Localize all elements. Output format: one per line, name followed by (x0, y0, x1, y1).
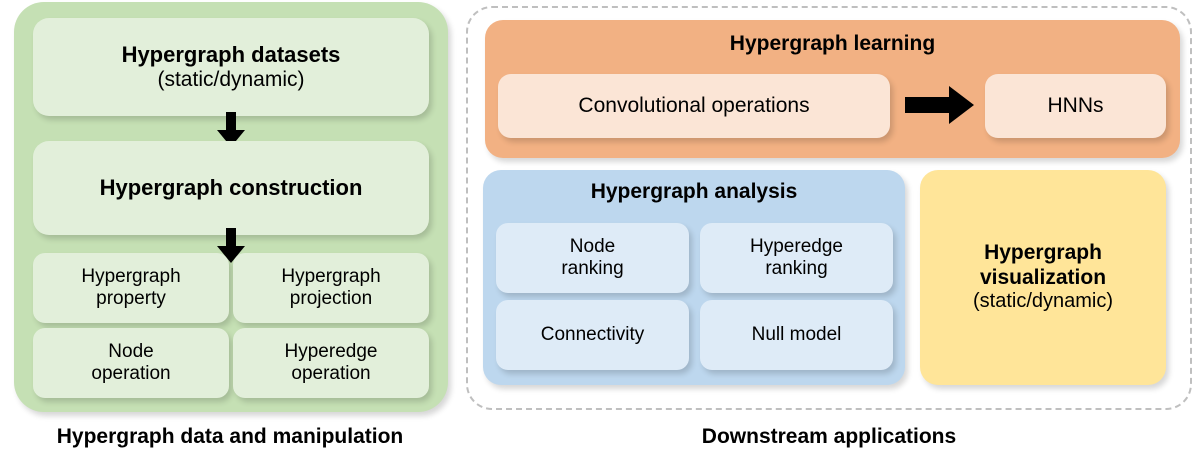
hypergraph-construction-title: Hypergraph construction (99, 175, 363, 201)
hyperedge-operation-box: Hyperedge operation (233, 328, 429, 398)
connectivity-box: Connectivity (496, 300, 689, 370)
convolutional-operations-box: Convolutional operations (498, 74, 890, 138)
hypergraph-projection-box: Hypergraph projection (233, 253, 429, 323)
caption-downstream-applications: Downstream applications (701, 425, 957, 448)
hypergraph-projection-line2: projection (289, 288, 373, 309)
hypergraph-property-line2: property (96, 288, 166, 309)
hypergraph-property-box: Hypergraph property (33, 253, 229, 323)
hypergraph-visualization-box: Hypergraph visualization (static/dynamic… (920, 170, 1166, 385)
node-operation-line2: operation (91, 363, 171, 384)
null-model-box: Null model (700, 300, 893, 370)
node-ranking-box: Node ranking (496, 223, 689, 293)
hypergraph-analysis-title: Hypergraph analysis (590, 180, 798, 203)
hypergraph-construction-box: Hypergraph construction (33, 141, 429, 235)
hyperedge-operation-line2: operation (291, 363, 371, 384)
caption-hypergraph-data-and-manipulation: Hypergraph data and manipulation (56, 425, 404, 448)
downstream-applications-panel (466, 6, 1192, 410)
hyperedge-ranking-line2: ranking (765, 258, 828, 279)
node-operation-line1: Node (108, 340, 154, 362)
hyperedge-ranking-box: Hyperedge ranking (700, 223, 893, 293)
hypergraph-visualization-subtitle: (static/dynamic) (972, 290, 1114, 313)
arrow-right-icon (905, 86, 974, 124)
hyperedge-operation-line1: Hyperedge (284, 340, 378, 362)
arrow-down-icon (217, 112, 245, 147)
hypergraph-visualization-line2: visualization (979, 265, 1107, 289)
node-ranking-line1: Node (569, 235, 616, 257)
hypergraph-datasets-box: Hypergraph datasets (static/dynamic) (33, 18, 429, 116)
convolutional-operations-label: Convolutional operations (578, 93, 810, 117)
node-ranking-line2: ranking (561, 258, 624, 279)
hnns-label: HNNs (1047, 93, 1104, 117)
connectivity-label: Connectivity (540, 323, 645, 345)
hypergraph-datasets-title: Hypergraph datasets (121, 41, 341, 67)
hypergraph-property-line1: Hypergraph (81, 265, 181, 287)
hypergraph-datasets-subtitle: (static/dynamic) (157, 67, 305, 91)
hypergraph-visualization-line1: Hypergraph (984, 240, 1102, 264)
hyperedge-ranking-line1: Hyperedge (750, 235, 843, 257)
null-model-label: Null model (751, 323, 842, 345)
hypergraph-projection-line1: Hypergraph (281, 265, 381, 287)
hnns-box: HNNs (985, 74, 1166, 138)
hypergraph-learning-title: Hypergraph learning (729, 32, 936, 55)
node-operation-box: Node operation (33, 328, 229, 398)
